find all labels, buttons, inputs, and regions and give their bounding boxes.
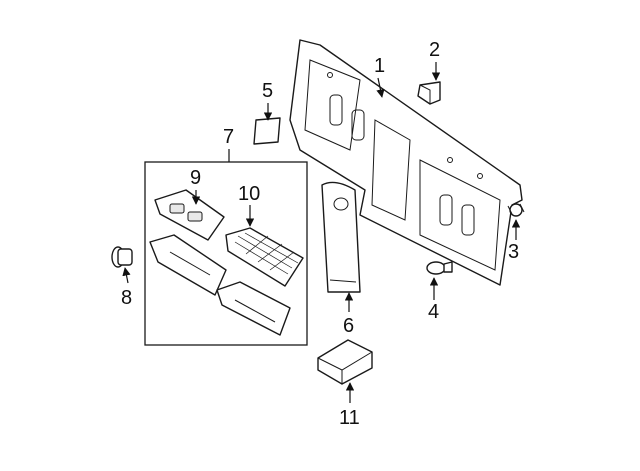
trim-cover-part: [321, 181, 361, 293]
callout-1: 1: [374, 55, 385, 77]
small-box-part: [317, 339, 373, 385]
label-plate-part: [253, 117, 281, 145]
clip-part-3: [507, 203, 525, 217]
callout-11: 11: [339, 407, 360, 429]
callout-2: 2: [429, 39, 440, 61]
callout-3: 3: [508, 241, 519, 263]
bracket-part: [417, 81, 441, 105]
tray-group-box: [144, 161, 308, 346]
bin-part: [149, 234, 227, 296]
callout-7: 7: [223, 126, 234, 148]
leader-8: [122, 267, 131, 284]
leader-1: [376, 77, 385, 98]
push-pin-part: [426, 261, 453, 275]
bin-part-lower: [216, 281, 291, 336]
callout-10: 10: [238, 183, 260, 205]
grommet-part: [111, 246, 133, 268]
rear-panel-part: [289, 39, 523, 286]
tray-part-9: [154, 189, 225, 241]
callout-6: 6: [343, 315, 354, 337]
callout-8: 8: [121, 287, 132, 309]
callout-5: 5: [262, 80, 273, 102]
callout-9: 9: [190, 167, 201, 189]
callout-4: 4: [428, 301, 439, 323]
net-tray-part-10: [225, 227, 304, 287]
